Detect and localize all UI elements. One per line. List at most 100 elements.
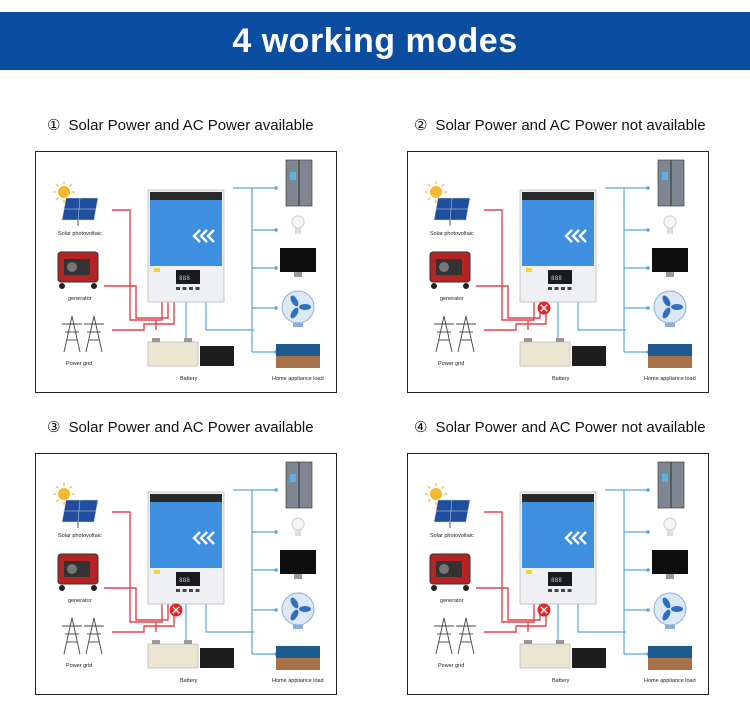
junction-dot: [274, 488, 278, 492]
fault-x-icon: [537, 301, 551, 315]
junction-dot: [646, 306, 650, 310]
load-wiring: [185, 489, 276, 655]
load-label: Home appliance load: [644, 678, 696, 684]
junction-dot: [646, 228, 650, 232]
svg-text:888: 888: [551, 577, 562, 584]
refrigerator-icon: [285, 461, 313, 509]
junction-dot: [274, 266, 278, 270]
battery-icon: [147, 640, 234, 669]
inverter-icon: 888: [519, 189, 597, 303]
junction-dot: [274, 186, 278, 190]
battery-icon: [519, 640, 606, 669]
battery-icon: [147, 338, 234, 367]
svg-text:888: 888: [179, 275, 190, 282]
grid-label: Power grid: [66, 361, 92, 367]
refrigerator-icon: [285, 159, 313, 207]
power-grid-icon: [62, 617, 104, 655]
svg-text:888: 888: [179, 577, 190, 584]
solar-panel-icon: [425, 483, 471, 528]
load-label: Home appliance load: [272, 678, 324, 684]
refrigerator-icon: [657, 159, 685, 207]
solar-panel-icon: [53, 181, 99, 226]
mode-number-4: ④: [414, 418, 428, 436]
mode-heading-4: ④ Solar Power and AC Power not available: [414, 418, 706, 436]
load-wiring: [557, 489, 648, 655]
inverter-icon: 888: [519, 491, 597, 605]
solar-label: Solar photovoltaic: [430, 231, 474, 237]
battery-icon: [519, 338, 606, 367]
lightbulb-icon: [291, 517, 305, 536]
title-banner: 4 working modes: [0, 12, 750, 70]
tv-icon: [648, 646, 692, 670]
refrigerator-icon: [657, 461, 685, 509]
inverter-icon: 888: [147, 189, 225, 303]
lightbulb-icon: [291, 215, 305, 234]
tv-icon: [276, 646, 320, 670]
fault-x-icon: [537, 603, 551, 617]
battery-label: Battery: [552, 678, 570, 684]
monitor-icon: [280, 550, 316, 579]
power-grid-icon: [434, 315, 476, 353]
battery-label: Battery: [180, 376, 198, 382]
solar-label: Solar photovoltaic: [58, 533, 102, 539]
junction-dot: [274, 568, 278, 572]
inverter-icon: 888: [147, 491, 225, 605]
fan-icon: [281, 592, 315, 629]
junction-dot: [646, 186, 650, 190]
junction-dot: [274, 228, 278, 232]
solar-label: Solar photovoltaic: [430, 533, 474, 539]
solar-panel-icon: [425, 181, 471, 226]
junction-dot: [646, 530, 650, 534]
generator-label: generator: [440, 296, 464, 302]
mode-title-4: Solar Power and AC Power not available: [435, 419, 706, 436]
lightbulb-icon: [663, 215, 677, 234]
mode-number-1: ①: [47, 116, 61, 134]
mode-heading-3: ③ Solar Power and AC Power available: [47, 418, 314, 436]
mode-number-3: ③: [47, 418, 61, 436]
monitor-icon: [280, 248, 316, 277]
mode-number-2: ②: [414, 116, 428, 134]
page-title: 4 working modes: [232, 21, 518, 60]
load-label: Home appliance load: [272, 376, 324, 382]
load-wiring: [557, 187, 648, 353]
battery-label: Battery: [552, 376, 570, 382]
fan-icon: [281, 290, 315, 327]
fault-x-icon: [169, 603, 183, 617]
generator-icon: [57, 553, 99, 591]
svg-text:888: 888: [551, 275, 562, 282]
battery-label: Battery: [180, 678, 198, 684]
grid-label: Power grid: [66, 663, 92, 669]
mode-title-3: Solar Power and AC Power available: [68, 419, 314, 436]
mode-title-1: Solar Power and AC Power available: [68, 117, 314, 134]
grid-label: Power grid: [438, 663, 464, 669]
junction-dot: [274, 530, 278, 534]
junction-dot: [274, 306, 278, 310]
load-wiring: [185, 187, 276, 353]
junction-dot: [646, 488, 650, 492]
generator-icon: [57, 251, 99, 289]
fan-icon: [653, 290, 687, 327]
monitor-icon: [652, 248, 688, 277]
power-grid-icon: [434, 617, 476, 655]
junction-dot: [274, 608, 278, 612]
generator-label: generator: [68, 598, 92, 604]
junction-dot: [646, 608, 650, 612]
generator-label: generator: [440, 598, 464, 604]
monitor-icon: [652, 550, 688, 579]
mode-heading-1: ① Solar Power and AC Power available: [47, 116, 314, 134]
lightbulb-icon: [663, 517, 677, 536]
generator-label: generator: [68, 296, 92, 302]
load-label: Home appliance load: [644, 376, 696, 382]
ac-wiring: [104, 209, 175, 331]
grid-label: Power grid: [438, 361, 464, 367]
solar-panel-icon: [53, 483, 99, 528]
fan-icon: [653, 592, 687, 629]
mode-title-2: Solar Power and AC Power not available: [435, 117, 706, 134]
junction-dot: [646, 266, 650, 270]
generator-icon: [429, 553, 471, 591]
power-grid-icon: [62, 315, 104, 353]
